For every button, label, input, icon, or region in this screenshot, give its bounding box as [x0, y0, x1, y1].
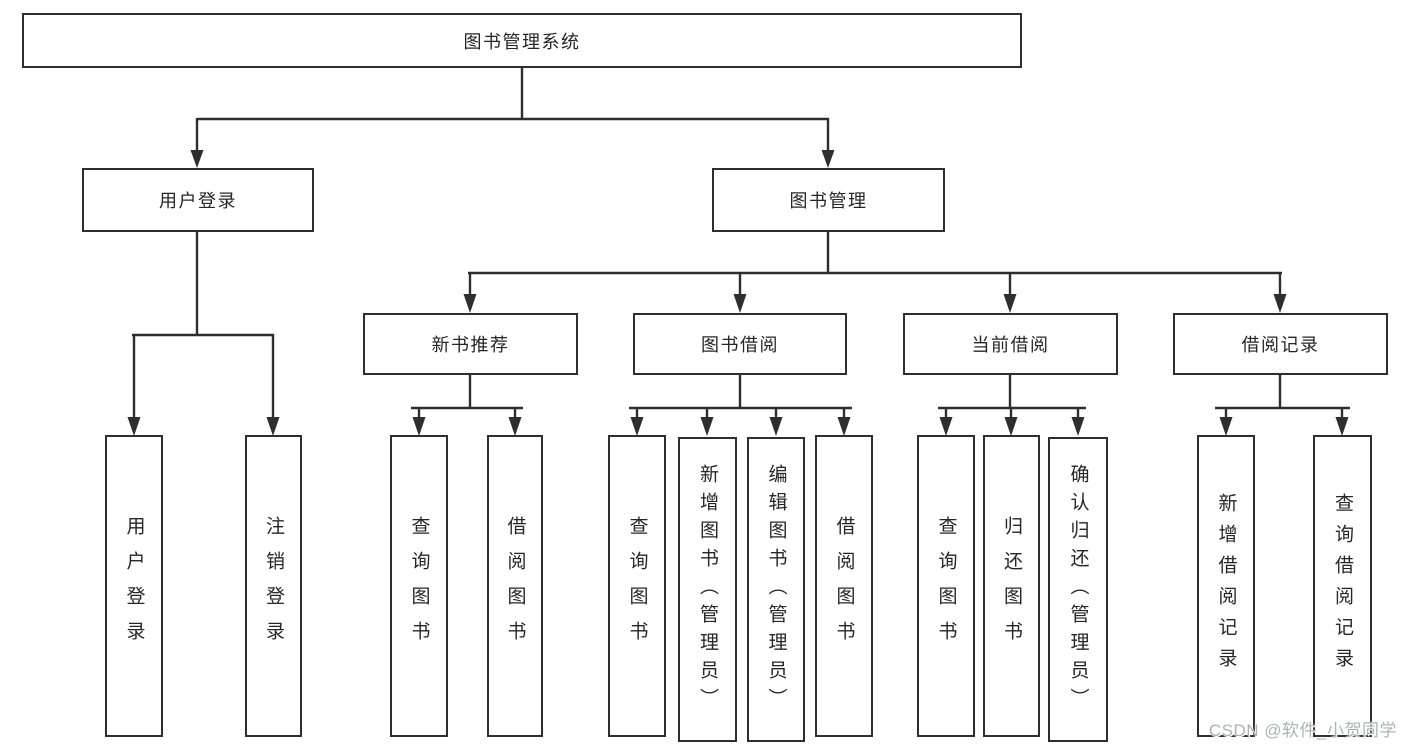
node-leaf-borrow-books-1: 借阅图书 — [487, 435, 543, 737]
connector-current-borrow-to-leaves — [938, 375, 1086, 436]
node-book-borrowing: 图书借阅 — [633, 313, 847, 375]
node-leaf-edit-books-admin: 编辑图书（管理员） — [747, 437, 805, 742]
csdn-watermark: CSDN @软件_小贺同学 — [1208, 721, 1397, 740]
node-leaf-confirm-return-admin: 确认归还（管理员） — [1048, 437, 1108, 742]
node-branch-user-login: 用户登录 — [82, 168, 314, 232]
node-leaf-return-books: 归还图书 — [983, 435, 1040, 737]
node-leaf-add-borrow-record: 新增借阅记录 — [1197, 435, 1255, 737]
node-leaf-user-login: 用户登录 — [105, 435, 163, 737]
node-branch-book-management: 图书管理 — [712, 168, 945, 232]
node-current-borrowing: 当前借阅 — [903, 313, 1118, 375]
node-leaf-query-books-3: 查询图书 — [917, 435, 975, 737]
connector-user-login-to-leaves — [127, 232, 280, 436]
node-leaf-query-borrow-record: 查询借阅记录 — [1313, 435, 1372, 737]
connector-new-book-rec-to-leaves — [411, 375, 523, 436]
connector-root-to-level2 — [190, 68, 835, 168]
node-new-book-recommendation: 新书推荐 — [363, 313, 578, 375]
node-borrowing-records: 借阅记录 — [1173, 313, 1388, 375]
connector-book-borrow-to-leaves — [629, 375, 852, 436]
node-root-system: 图书管理系统 — [22, 13, 1022, 68]
node-leaf-logout: 注销登录 — [245, 435, 302, 737]
node-leaf-query-books-1: 查询图书 — [390, 435, 448, 737]
node-leaf-add-books-admin: 新增图书（管理员） — [678, 437, 737, 742]
node-leaf-borrow-books-2: 借阅图书 — [815, 435, 873, 737]
connector-borrow-record-to-leaves — [1215, 375, 1350, 436]
connector-book-mgmt-to-level3 — [463, 232, 1287, 313]
node-leaf-query-books-2: 查询图书 — [608, 435, 666, 737]
